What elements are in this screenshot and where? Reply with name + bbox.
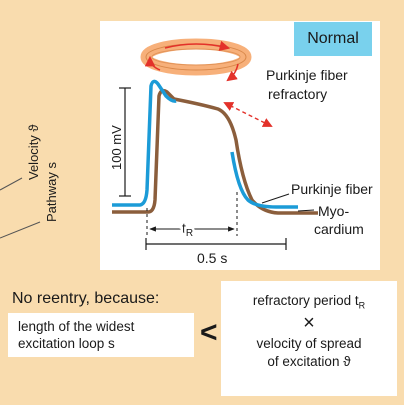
refractory-period-text: refractory period tR [252, 293, 366, 311]
purkinje-pointer [261, 193, 290, 204]
times-symbol: × [303, 312, 315, 334]
myocardium-pointer [297, 209, 315, 212]
voltage-scale-bar [119, 87, 131, 197]
refractory-arrow [223, 102, 273, 127]
excitation-ring [140, 38, 252, 82]
excitation-loop-box: length of the widest excitation loop s [8, 313, 194, 357]
purkinje-fiber-label: Purkinje fiber [291, 181, 373, 197]
tr-label: tR [182, 220, 193, 239]
voltage-scale-label: 100 mV [109, 125, 124, 170]
velocity-label: Velocity ϑ [26, 124, 41, 180]
velocity-pointer-line [0, 177, 23, 191]
excitation-loop-line1: length of the widest [18, 319, 135, 334]
ring-arrow-top [164, 40, 231, 52]
purkinje-trace [112, 79, 298, 209]
no-reentry-heading: No reentry, because: [12, 290, 160, 307]
pathway-pointer-line [0, 221, 41, 239]
ring-arrow-right [226, 63, 239, 82]
normal-badge: Normal [294, 22, 372, 56]
refractory-velocity-box: refractory period tR × velocity of sprea… [221, 281, 397, 396]
time-scale-bar [145, 238, 287, 250]
purkinje-refractory-label-line1: Purkinje fiber [266, 67, 348, 83]
myocardium-trace [112, 88, 318, 215]
ring-arrow-left [144, 55, 161, 71]
purkinje-refractory-label-line2: refractory [268, 86, 327, 102]
velocity-spread-line1: velocity of spread [256, 336, 362, 351]
time-scale-label: 0.5 s [197, 250, 227, 266]
less-than-symbol: < [200, 316, 218, 349]
myocardium-label-line2: cardium [314, 221, 364, 237]
pathway-label: Pathway s [44, 162, 59, 222]
velocity-spread-line2: of excitation ϑ [267, 354, 351, 369]
myocardium-label-line1: Myo- [318, 203, 349, 219]
excitation-loop-line2: excitation loop s [18, 336, 115, 351]
